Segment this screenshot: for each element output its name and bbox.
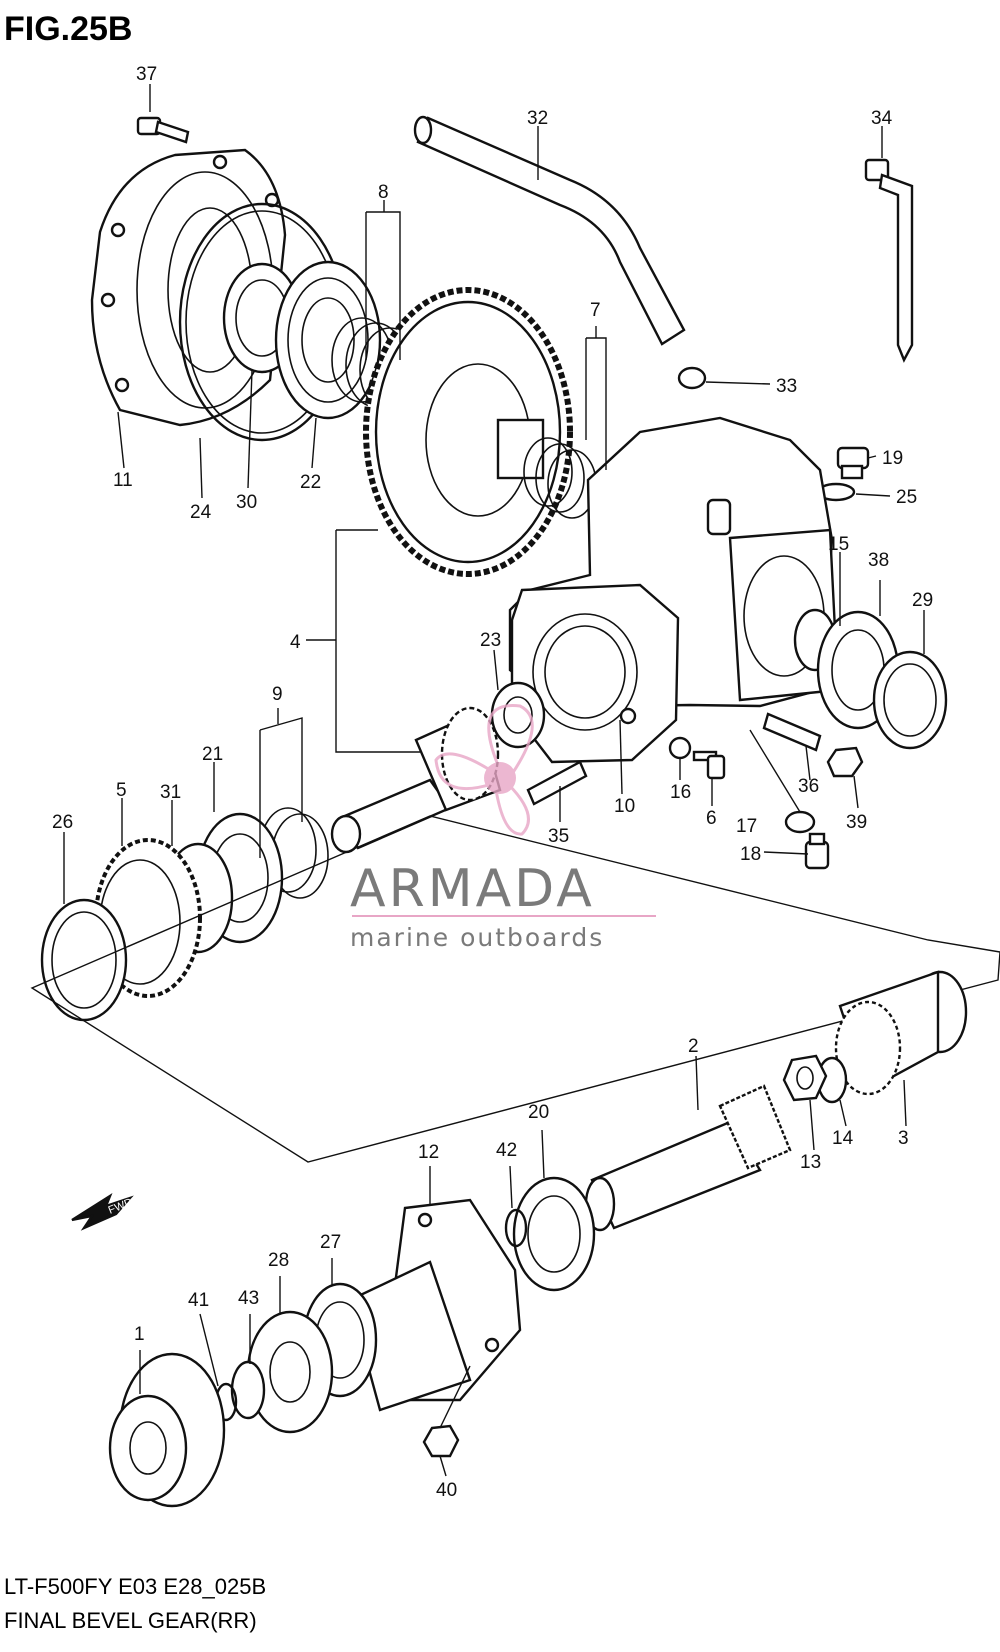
part-label-1: 1 [134, 1324, 145, 1345]
bolt-19 [836, 446, 870, 480]
cable-tie-34 [864, 158, 914, 363]
propeller-logo-icon [434, 704, 534, 836]
fwd-arrow: FWD [71, 1193, 135, 1231]
stud-35 [526, 760, 588, 806]
part-label-37: 37 [136, 64, 157, 85]
part-label-26: 26 [52, 812, 73, 833]
part-label-20: 20 [528, 1102, 549, 1123]
washer-16 [668, 736, 692, 760]
part-label-23: 23 [480, 630, 501, 651]
part-label-25: 25 [896, 487, 917, 508]
breather-hose-32 [413, 115, 686, 346]
part-label-16: 16 [670, 782, 691, 803]
part-label-5: 5 [116, 780, 127, 801]
drive-pinion-4 [330, 706, 502, 854]
joint-3 [834, 970, 968, 1096]
model-code-caption: LT-F500FY E03 E28_025B [4, 1574, 266, 1599]
circlip-42 [504, 1208, 528, 1248]
gasket-17 [784, 810, 816, 834]
leader-lines [63, 84, 925, 1477]
boot-1 [108, 1352, 226, 1508]
part-labels: 37 32 34 8 7 33 19 25 11 24 30 22 15 38 … [52, 64, 933, 1501]
stud-36 [762, 712, 822, 752]
bearing-23 [490, 681, 546, 749]
part-label-13: 13 [800, 1152, 821, 1173]
part-label-31: 31 [160, 782, 181, 803]
part-label-6: 6 [706, 808, 717, 829]
part-label-14: 14 [832, 1128, 854, 1149]
figure-subtitle: FINAL BEVEL GEAR(RR) [4, 1608, 257, 1633]
fwd-arrow-label: FWD [107, 1196, 135, 1217]
part-label-7: 7 [590, 300, 601, 321]
watermark: ARMADA marine outboards [350, 704, 656, 952]
nut-13 [782, 1054, 828, 1102]
part-label-12: 12 [418, 1142, 439, 1163]
bolt-6 [692, 750, 726, 780]
part-label-3: 3 [898, 1128, 909, 1149]
part-label-11: 11 [113, 470, 133, 491]
part-label-18: 18 [740, 844, 761, 865]
part-label-21: 21 [202, 744, 223, 765]
bolt-37 [136, 116, 190, 144]
ring-gear [363, 287, 573, 577]
nut-39 [826, 746, 864, 778]
part-label-30: 30 [236, 492, 257, 513]
assembly-group-outline [30, 815, 1000, 1163]
nut-40 [422, 1424, 460, 1458]
drain-plug-18 [804, 832, 830, 870]
watermark-brand: ARMADA [350, 859, 595, 919]
part-label-43: 43 [238, 1288, 259, 1309]
part-label-17: 17 [736, 816, 757, 837]
housing-12 [348, 1198, 522, 1412]
bearing-22 [274, 260, 382, 420]
part-label-36: 36 [798, 776, 819, 797]
part-label-9: 9 [272, 684, 283, 705]
ring-26 [40, 898, 128, 1022]
part-label-28: 28 [268, 1250, 289, 1271]
part-label-39: 39 [846, 812, 867, 833]
part-label-33: 33 [776, 376, 797, 397]
part-label-15: 15 [828, 534, 849, 555]
part-label-40: 40 [436, 1480, 457, 1501]
part-label-42: 42 [496, 1140, 517, 1161]
part-label-22: 22 [300, 472, 321, 493]
part-label-2: 2 [688, 1036, 699, 1057]
part-label-4: 4 [290, 632, 301, 653]
washer-43 [230, 1360, 266, 1420]
propeller-shaft-2 [584, 1084, 792, 1232]
watermark-tagline: marine outboards [350, 923, 604, 952]
part-label-19: 19 [882, 448, 903, 469]
part-label-41: 41 [188, 1290, 209, 1311]
part-label-32: 32 [527, 108, 548, 129]
part-label-34: 34 [871, 108, 893, 129]
seal-29 [872, 650, 948, 750]
clamp-33 [677, 366, 707, 390]
part-label-35: 35 [548, 826, 569, 847]
bearing-20 [512, 1176, 596, 1292]
part-label-8: 8 [378, 182, 389, 203]
figure-title: FIG.25B [4, 10, 132, 48]
part-label-29: 29 [912, 590, 933, 611]
part-label-38: 38 [868, 550, 889, 571]
part-label-24: 24 [190, 502, 212, 523]
part-label-27: 27 [320, 1232, 341, 1253]
part-label-10: 10 [614, 796, 635, 817]
dust-seal-28 [246, 1310, 334, 1434]
gear-case-10 [508, 416, 840, 764]
